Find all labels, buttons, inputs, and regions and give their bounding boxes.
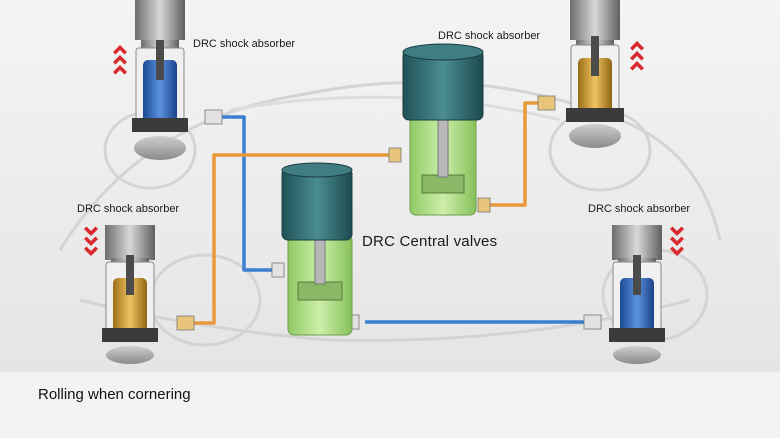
caption-bar (0, 372, 780, 438)
chevron-down-icon (670, 226, 684, 256)
label-shock-absorber-mid-right: DRC shock absorber (588, 203, 691, 215)
shock-absorber-mid-right (609, 225, 665, 364)
chevron-up-icon (113, 45, 127, 75)
shock-absorber-top-right (566, 0, 624, 148)
caption-text: Rolling when cornering (38, 386, 191, 403)
central-valve-upper (402, 43, 484, 216)
shock-absorber-top-left (132, 0, 188, 160)
central-valve-lower (281, 162, 353, 336)
chevron-up-icon (630, 41, 644, 71)
blue-line-tl (222, 115, 282, 272)
orange-line-ml (192, 153, 398, 325)
label-central-valves: DRC Central valves (362, 233, 498, 250)
label-shock-absorber-top-right: DRC shock absorber (438, 30, 541, 42)
chevron-down-icon (84, 226, 98, 256)
label-shock-absorber-mid-left: DRC shock absorber (77, 203, 180, 215)
hydraulic-lines (192, 101, 585, 325)
shock-absorber-mid-left (102, 225, 158, 364)
orange-line-tr (486, 101, 538, 207)
fittings (176, 95, 602, 331)
label-shock-absorber-top-left: DRC shock absorber (193, 38, 296, 50)
